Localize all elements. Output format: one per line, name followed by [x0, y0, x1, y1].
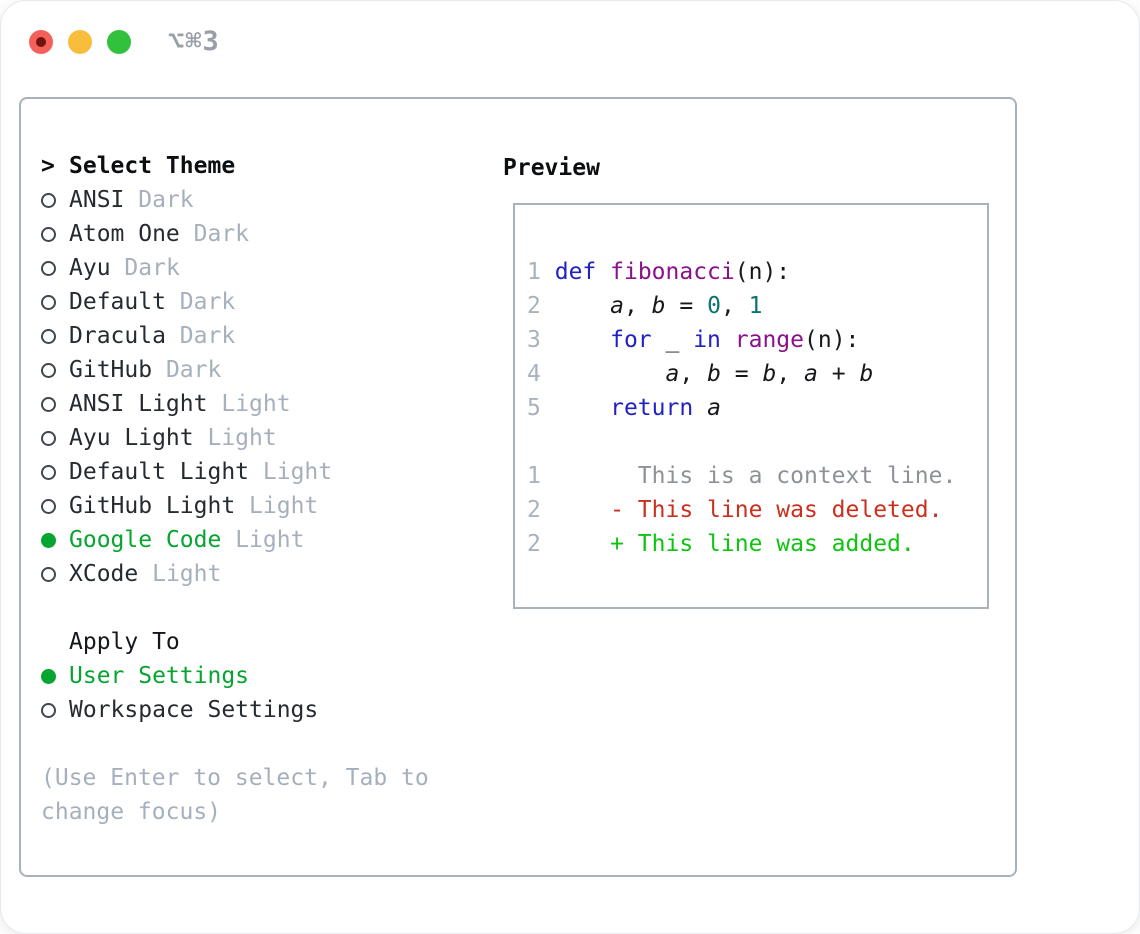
radio-unselected-icon — [41, 192, 69, 208]
theme-variant-tag: Dark — [124, 255, 180, 281]
code-line — [527, 425, 987, 459]
radio-selected-icon — [41, 668, 69, 684]
theme-name: ANSI Light — [69, 391, 208, 417]
theme-option[interactable]: GitHub Dark — [41, 353, 429, 387]
window-title: ⌥⌘3 — [168, 26, 220, 57]
line-number: 5 — [527, 395, 541, 421]
theme-option[interactable]: GitHub Light Light — [41, 489, 429, 523]
apply-option-label: User Settings — [69, 663, 250, 689]
theme-name: Default Light — [69, 459, 250, 485]
code-line: 3 for _ in range(n): — [527, 327, 860, 353]
theme-option[interactable]: Dracula Dark — [41, 319, 429, 353]
radio-unselected-icon — [41, 498, 69, 514]
line-number: 1 — [527, 259, 541, 285]
preview-pane: 1 def fibonacci(n): 2 a, b = 0, 1 3 for _ … — [513, 203, 989, 609]
spacer — [41, 591, 429, 625]
apply-option[interactable]: User Settings — [41, 659, 429, 693]
radio-unselected-icon — [41, 566, 69, 582]
line-number: 2 — [527, 293, 541, 319]
theme-option[interactable]: ANSI Light Light — [41, 387, 429, 421]
code-line: 1 def fibonacci(n): — [527, 259, 791, 285]
theme-name: GitHub — [69, 357, 153, 383]
theme-variant-tag: Dark — [179, 289, 236, 315]
select-theme-header: > Select Theme — [41, 149, 429, 183]
radio-unselected-icon — [41, 260, 69, 276]
theme-variant-tag: Light — [207, 425, 277, 451]
theme-variant-tag: Light — [221, 391, 291, 417]
theme-name: Default — [69, 289, 166, 315]
theme-option[interactable]: ANSI Dark — [41, 183, 429, 217]
code-line: 2 a, b = 0, 1 — [527, 293, 763, 319]
theme-variant-tag: Light — [249, 493, 319, 519]
theme-variant-tag: Light — [235, 527, 305, 553]
spacer — [41, 727, 429, 761]
code-line: 1 This is a context line. — [527, 463, 957, 489]
traffic-light-minimize-button[interactable] — [68, 29, 92, 54]
theme-variant-tag: Dark — [165, 357, 222, 383]
hint-text: change focus) — [41, 799, 222, 825]
code-line: 4 a, b = b, a + b — [527, 361, 874, 387]
theme-name: Dracula — [69, 323, 166, 349]
theme-name: Ayu — [69, 255, 111, 281]
theme-option[interactable]: Default Dark — [41, 285, 429, 319]
theme-variant-tag: Light — [262, 459, 333, 485]
theme-name: ANSI — [69, 187, 125, 213]
theme-name: Ayu Light — [69, 425, 194, 451]
radio-unselected-icon — [41, 396, 69, 412]
theme-option[interactable]: Google Code Light — [41, 523, 429, 557]
radio-unselected-icon — [41, 702, 69, 718]
line-number: 2 — [527, 497, 541, 523]
theme-variant-tag: Dark — [138, 187, 194, 213]
hint-text: (Use Enter to select, Tab to — [41, 765, 429, 791]
theme-option[interactable]: Default Light Light — [41, 455, 429, 489]
radio-unselected-icon — [41, 226, 69, 242]
code-line: 5 return a — [527, 395, 721, 421]
radio-unselected-icon — [41, 362, 69, 378]
radio-selected-icon — [41, 532, 69, 548]
select-theme-header-label: Select Theme — [69, 153, 236, 179]
theme-name: GitHub Light — [69, 493, 236, 519]
line-number: 2 — [527, 531, 541, 557]
apply-option-label: Workspace Settings — [69, 697, 319, 723]
theme-variant-tag: Dark — [179, 323, 236, 349]
theme-option[interactable]: Ayu Light Light — [41, 421, 429, 455]
radio-unselected-icon — [41, 430, 69, 446]
line-number: 3 — [527, 327, 541, 353]
radio-unselected-icon — [41, 294, 69, 310]
traffic-light-zoom-button[interactable] — [107, 29, 131, 54]
apply-to-label: Apply To — [69, 629, 180, 655]
title-bar: ⌥⌘3 — [29, 26, 220, 57]
code-line: 2 - This line was deleted. — [527, 497, 943, 523]
selection-cursor: > — [41, 153, 55, 179]
theme-option[interactable]: XCode Light — [41, 557, 429, 591]
theme-variant-tag: Dark — [193, 221, 250, 247]
theme-option[interactable]: Atom One Dark — [41, 217, 429, 251]
theme-option[interactable]: Ayu Dark — [41, 251, 429, 285]
theme-name: Google Code — [69, 527, 222, 553]
apply-to-header: Apply To — [41, 625, 429, 659]
theme-name: XCode — [69, 561, 139, 587]
theme-variant-tag: Light — [152, 561, 222, 587]
apply-option[interactable]: Workspace Settings — [41, 693, 429, 727]
theme-name: Atom One — [69, 221, 180, 247]
line-number: 4 — [527, 361, 541, 387]
line-number: 1 — [527, 463, 541, 489]
radio-unselected-icon — [41, 464, 69, 480]
radio-unselected-icon — [41, 328, 69, 344]
code-line: 2 + This line was added. — [527, 531, 915, 557]
preview-title: Preview — [503, 155, 600, 181]
traffic-light-close-button[interactable] — [29, 29, 53, 54]
